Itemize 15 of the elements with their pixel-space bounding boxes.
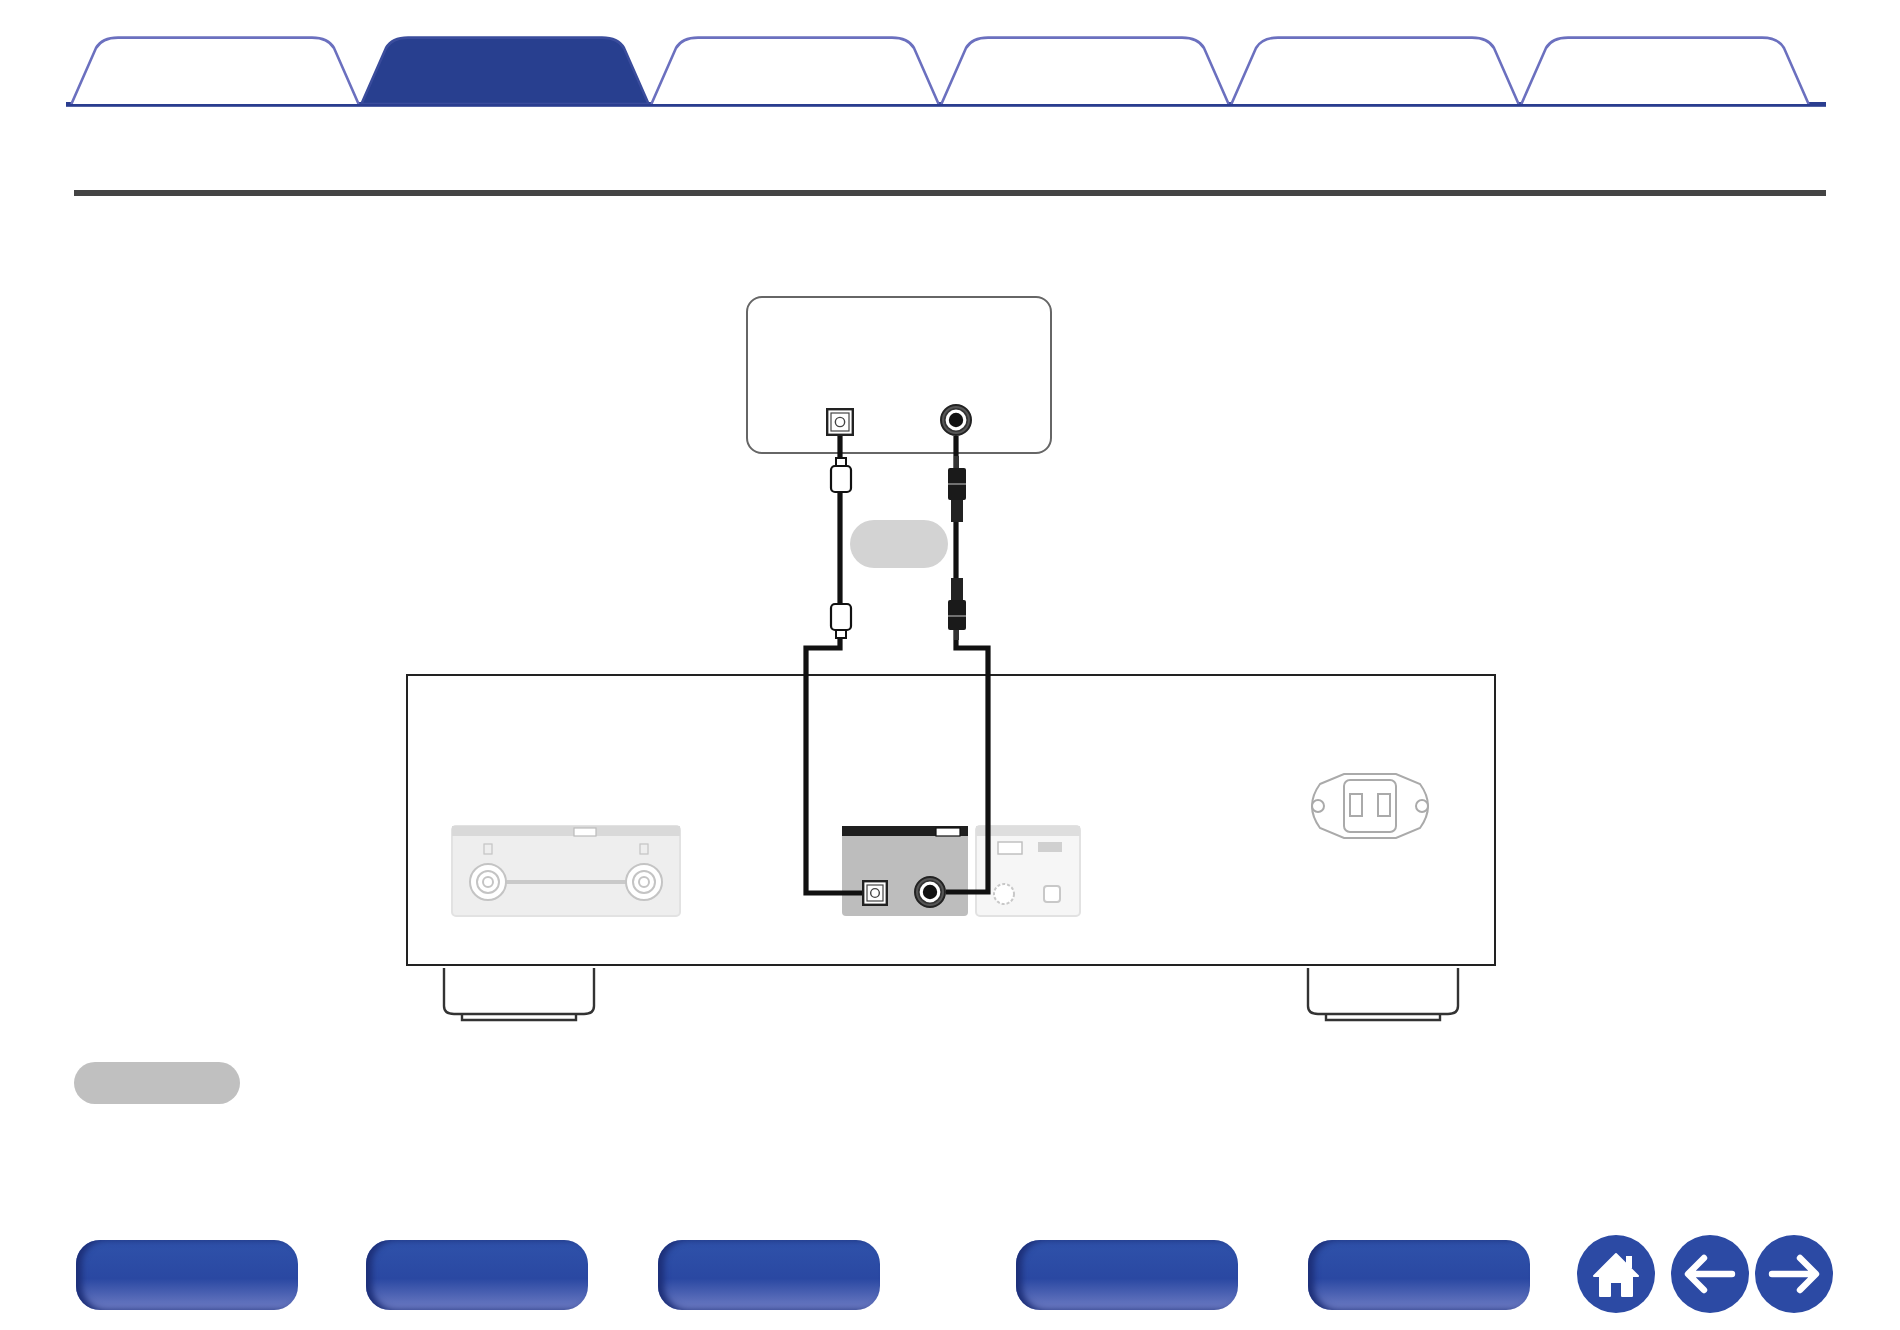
- cable: [946, 436, 991, 895]
- port: [861, 879, 887, 905]
- note-badge: [74, 1062, 240, 1104]
- port: [826, 408, 854, 436]
- tab: [1520, 36, 1810, 104]
- tab: [70, 36, 360, 104]
- tab: [940, 36, 1230, 104]
- label-pill: [850, 520, 948, 568]
- jack: [940, 404, 972, 436]
- jack: [913, 875, 945, 907]
- tab: [650, 36, 940, 104]
- active-tab: [360, 36, 650, 104]
- device-box: [746, 296, 1052, 454]
- tab: [1230, 36, 1520, 104]
- main-unit-rear-panel: [406, 674, 1496, 966]
